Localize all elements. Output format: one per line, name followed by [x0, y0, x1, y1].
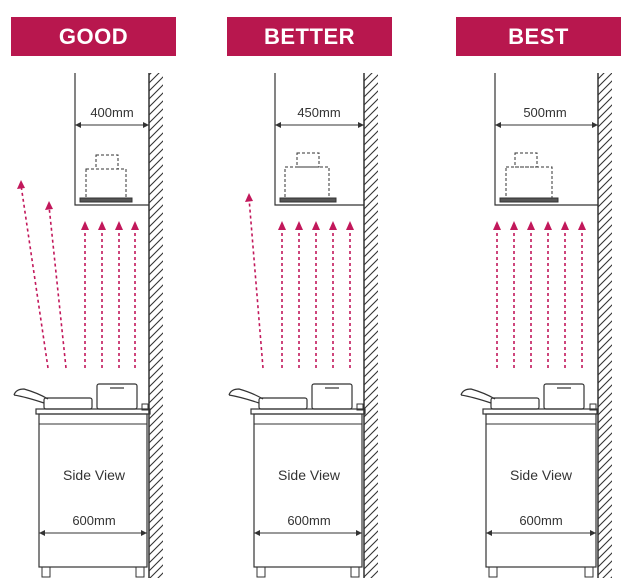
cabinet-dimension-line	[39, 530, 147, 536]
side-view-label: Side View	[62, 467, 125, 483]
airflow-arrow	[248, 197, 264, 369]
base-cabinet	[253, 413, 363, 568]
rating-banner: BETTER	[227, 17, 392, 56]
airflow-arrowheads	[493, 221, 586, 230]
rating-banner: BEST	[456, 17, 621, 56]
pot	[96, 383, 138, 410]
rating-title: BETTER	[264, 23, 355, 49]
cabinet-width-label: 600mm	[72, 513, 116, 528]
cooktop	[250, 408, 366, 415]
hood-dimension-line	[275, 122, 364, 128]
upper-cabinet	[74, 73, 149, 206]
hood-width-label: 450mm	[291, 105, 347, 120]
base-cabinet	[485, 413, 597, 568]
panel-best: BEST 500mm Side View 600mm	[413, 0, 621, 585]
wall	[364, 73, 378, 578]
frying-pan	[228, 388, 308, 410]
cooktop	[482, 408, 598, 415]
cooktop	[35, 408, 151, 415]
upper-cabinet	[274, 73, 364, 206]
rating-title: GOOD	[58, 23, 129, 49]
range-hood	[499, 152, 559, 203]
hood-width-label: 400mm	[84, 105, 140, 120]
side-view-label: Side View	[509, 467, 572, 483]
panel-good-drawing	[13, 73, 163, 578]
rating-title: BEST	[508, 23, 569, 49]
cabinet-dimension-line	[486, 530, 596, 536]
airflow-arrowheads	[245, 193, 354, 230]
pot	[543, 383, 585, 410]
hood-dimension-line	[75, 122, 149, 128]
wall	[598, 73, 612, 578]
side-view-label: Side View	[277, 467, 340, 483]
cabinet-width-label: 600mm	[519, 513, 563, 528]
wall	[149, 73, 163, 578]
cabinet-dimension-line	[254, 530, 362, 536]
cabinet-width-label: 600mm	[287, 513, 331, 528]
airflow-arrows	[20, 184, 136, 369]
hood-width-label: 500mm	[517, 105, 573, 120]
range-hood	[79, 154, 133, 203]
airflow-arrowheads	[17, 180, 139, 230]
panel-best-drawing	[460, 73, 612, 578]
frying-pan	[460, 388, 540, 410]
upper-cabinet	[494, 73, 598, 206]
panel-better-drawing	[228, 73, 378, 578]
frying-pan	[13, 388, 93, 410]
range-hood	[279, 152, 337, 203]
rating-banner: GOOD	[11, 17, 176, 56]
hood-dimension-line	[495, 122, 598, 128]
airflow-arrows	[248, 197, 351, 369]
airflow-arrow	[20, 184, 49, 369]
airflow-arrows	[496, 226, 583, 368]
pot	[311, 383, 353, 410]
panel-better: BETTER 450mm Side View 600mm	[213, 0, 420, 585]
panel-good: GOOD 400mm Side View 600mm	[0, 0, 207, 585]
base-cabinet	[38, 413, 148, 568]
airflow-arrow	[48, 205, 67, 369]
